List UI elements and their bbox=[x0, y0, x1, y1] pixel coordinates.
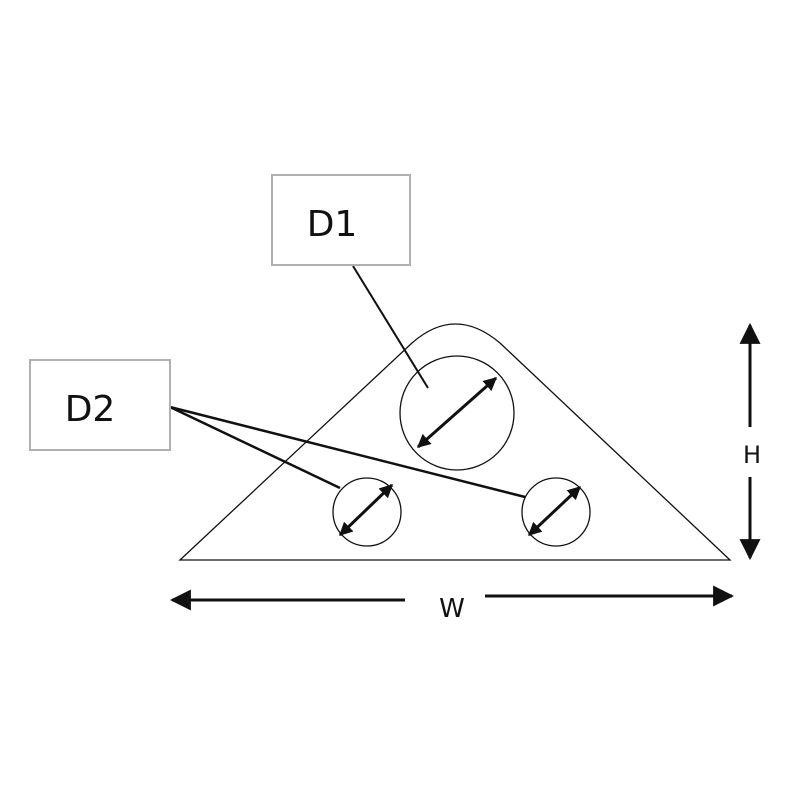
width-label: W bbox=[439, 594, 465, 624]
hole-d2-right bbox=[521, 477, 591, 547]
hole-d2-left bbox=[332, 477, 402, 547]
height-label: H bbox=[743, 441, 761, 469]
hole-d1 bbox=[399, 355, 515, 471]
d1-diameter-arrow bbox=[416, 376, 498, 449]
d2-leader-line-left bbox=[169, 405, 341, 490]
triangle-plate bbox=[178, 323, 732, 561]
d1-label: D1 bbox=[307, 204, 358, 245]
d2-left-diameter-arrow bbox=[338, 483, 394, 537]
d2-right-diameter-arrow bbox=[527, 485, 582, 537]
d2-label: D2 bbox=[65, 389, 116, 430]
d2-leader-line-right bbox=[169, 405, 526, 499]
d2-label-box: D2 bbox=[29, 359, 171, 451]
d1-label-box: D1 bbox=[271, 174, 411, 266]
d1-leader-line bbox=[352, 265, 429, 389]
